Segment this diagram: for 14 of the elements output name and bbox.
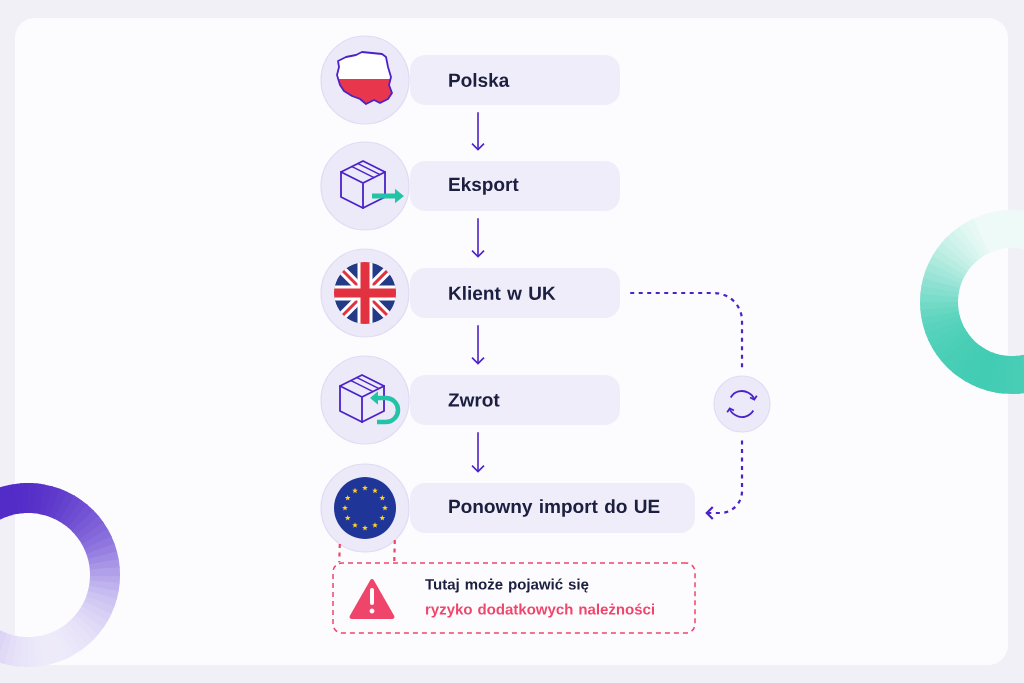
warning-box: Tutaj może pojawić się ryzyko dodatkowych należności: [332, 562, 696, 634]
cycle-icon: [713, 375, 771, 433]
process-box: Klient w UK: [410, 268, 620, 318]
process-box: Polska: [410, 55, 620, 105]
arrow: [471, 217, 485, 258]
dashed-arrow: [705, 440, 744, 520]
process-box: Eksport: [410, 161, 620, 211]
process-box: Ponowny import do UE: [410, 483, 695, 533]
arrow: [471, 324, 485, 365]
arrow: [471, 111, 485, 151]
arrow: [471, 431, 485, 473]
process-box: Zwrot: [410, 375, 620, 425]
dashed-line: [630, 291, 744, 368]
dashed-line: [338, 538, 396, 564]
